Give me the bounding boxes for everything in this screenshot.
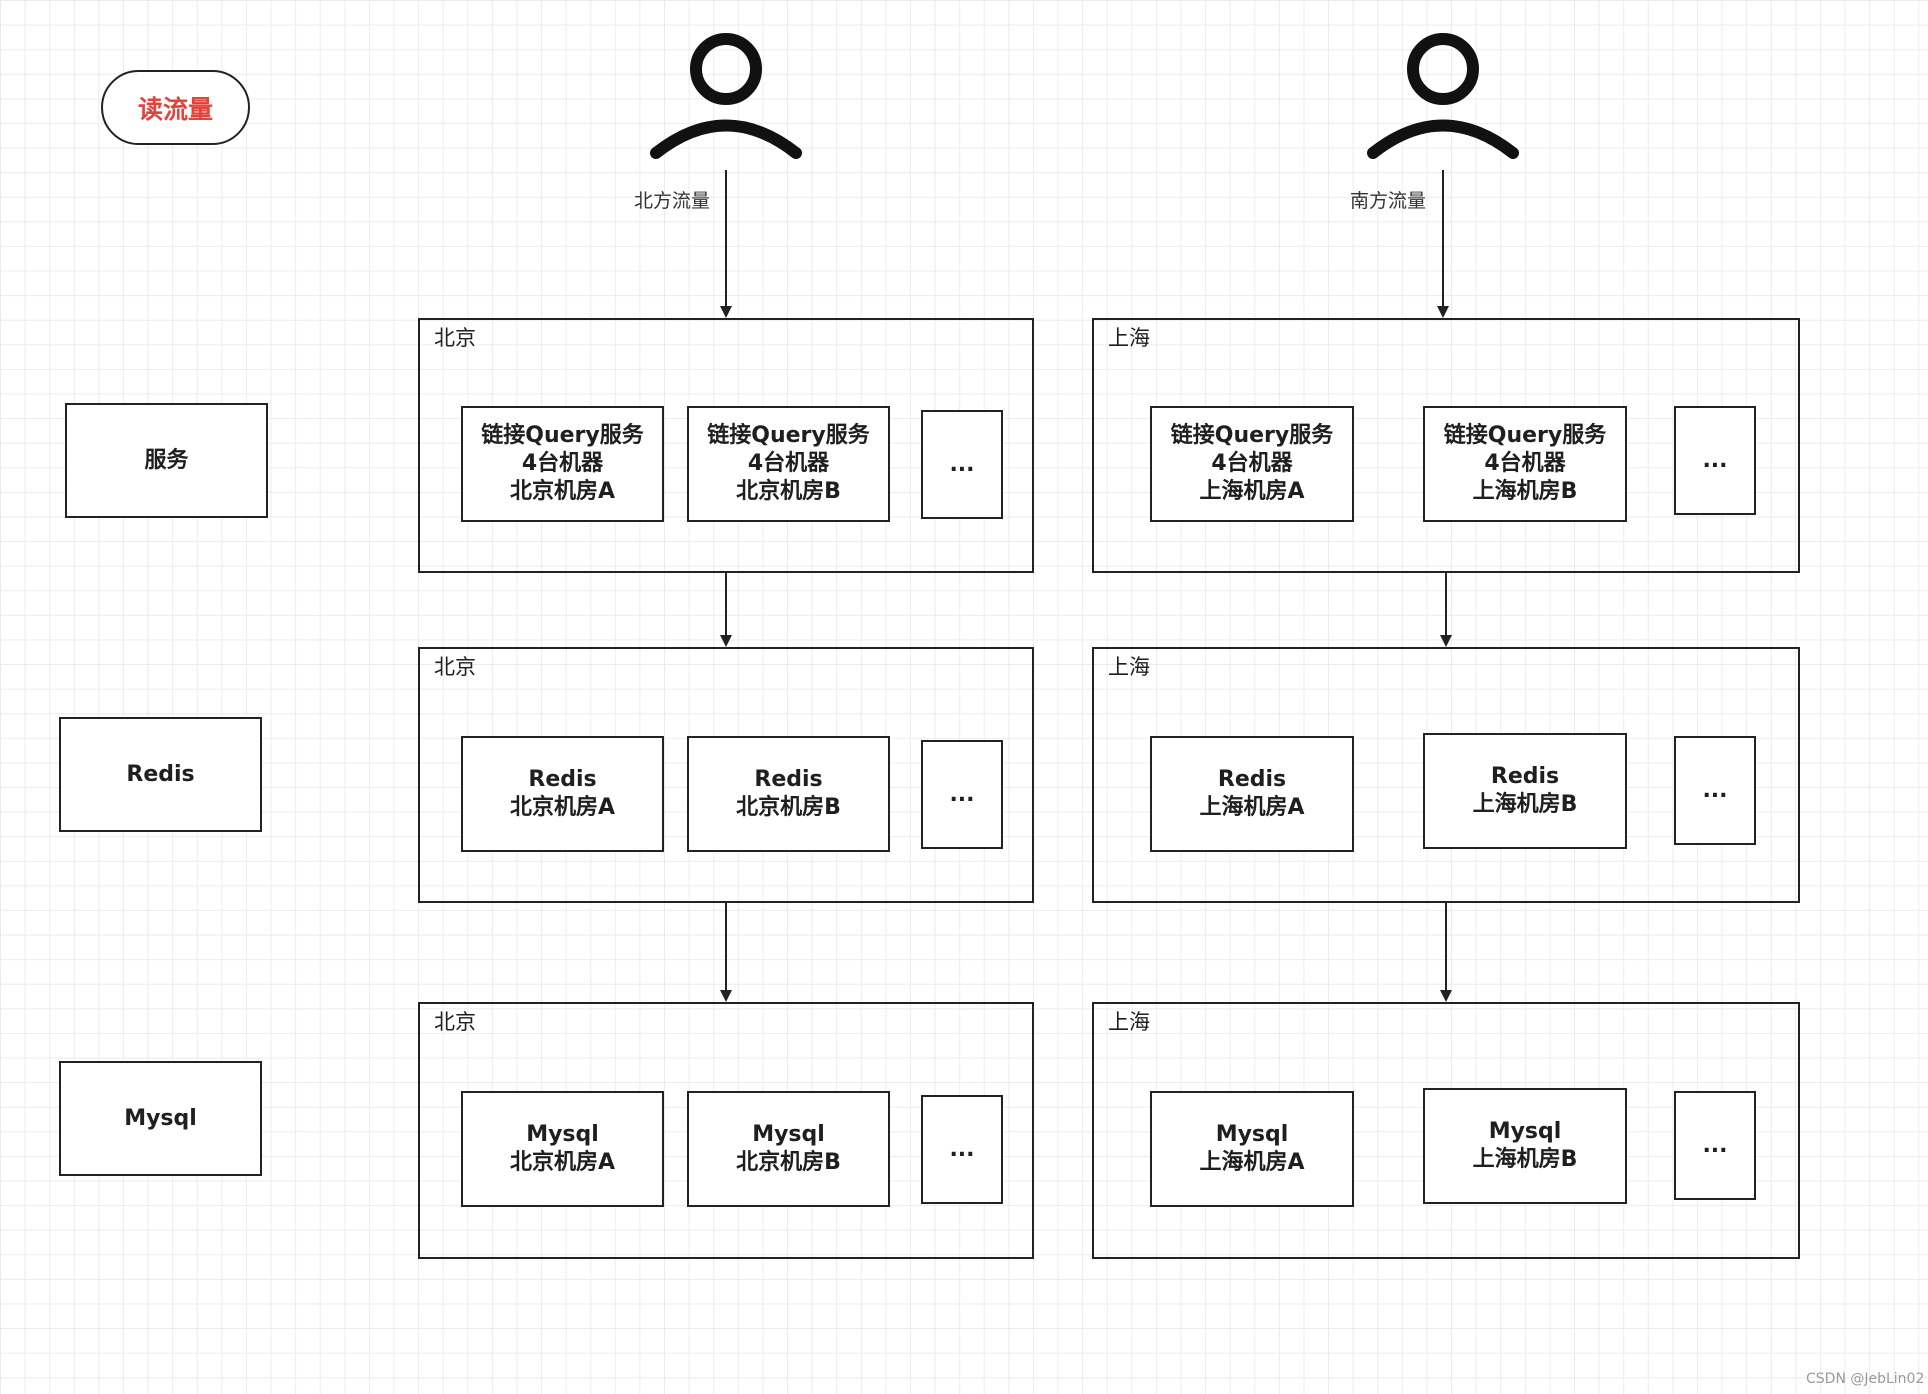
- node-beijing-redis-more: ...: [921, 740, 1003, 849]
- node-shanghai-mysql-b: Mysql 上海机房B: [1423, 1088, 1627, 1204]
- region-label: 上海: [1108, 326, 1150, 350]
- region-beijing-redis: 北京: [418, 647, 1034, 903]
- region-shanghai-redis: 上海: [1092, 647, 1800, 903]
- node-shanghai-mysql-a: Mysql 上海机房A: [1150, 1091, 1354, 1207]
- legend-read-traffic: 读流量: [101, 70, 250, 145]
- region-shanghai-service: 上海: [1092, 318, 1800, 573]
- node-shanghai-service-a: 链接Query服务 4台机器 上海机房A: [1150, 406, 1354, 522]
- node-shanghai-redis-b: Redis 上海机房B: [1423, 733, 1627, 849]
- node-shanghai-service-b: 链接Query服务 4台机器 上海机房B: [1423, 406, 1627, 522]
- north-traffic-label: 北方流量: [634, 190, 711, 212]
- legend-services: 服务: [65, 403, 268, 518]
- node-shanghai-service-more: ...: [1674, 406, 1756, 515]
- south-user-icon: [1367, 33, 1519, 159]
- node-beijing-redis-b: Redis 北京机房B: [687, 736, 890, 852]
- region-label: 上海: [1108, 1010, 1150, 1034]
- region-label: 北京: [434, 326, 476, 350]
- region-label: 北京: [434, 655, 476, 679]
- region-label: 北京: [434, 1010, 476, 1034]
- node-shanghai-redis-more: ...: [1674, 736, 1756, 845]
- region-shanghai-mysql: 上海: [1092, 1002, 1800, 1259]
- node-beijing-service-more: ...: [921, 410, 1003, 519]
- node-shanghai-redis-a: Redis 上海机房A: [1150, 736, 1354, 852]
- region-beijing-service: 北京: [418, 318, 1034, 573]
- region-beijing-mysql: 北京: [418, 1002, 1034, 1259]
- region-label: 上海: [1108, 655, 1150, 679]
- legend-mysql: Mysql: [59, 1061, 262, 1176]
- watermark: CSDN @JebLin02: [1806, 1371, 1925, 1387]
- node-beijing-service-a: 链接Query服务 4台机器 北京机房A: [461, 406, 664, 522]
- node-shanghai-mysql-more: ...: [1674, 1091, 1756, 1200]
- node-beijing-service-b: 链接Query服务 4台机器 北京机房B: [687, 406, 890, 522]
- legend-redis: Redis: [59, 717, 262, 832]
- node-beijing-mysql-a: Mysql 北京机房A: [461, 1091, 664, 1207]
- north-user-icon: [650, 33, 802, 159]
- node-beijing-mysql-more: ...: [921, 1095, 1003, 1204]
- south-traffic-label: 南方流量: [1350, 190, 1427, 212]
- node-beijing-redis-a: Redis 北京机房A: [461, 736, 664, 852]
- node-beijing-mysql-b: Mysql 北京机房B: [687, 1091, 890, 1207]
